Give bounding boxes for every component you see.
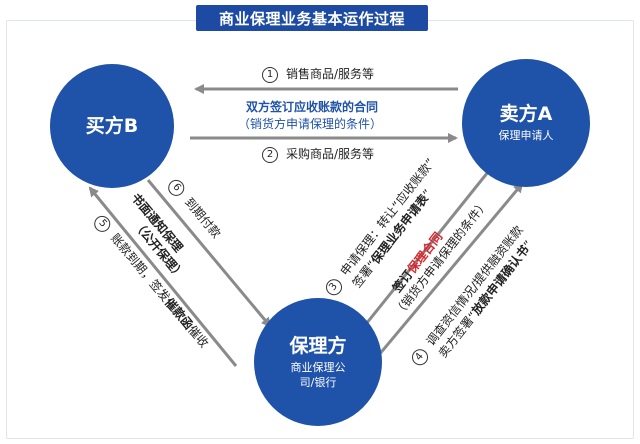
step1-text: 销售商品/服务等 xyxy=(286,67,375,81)
seller-role: 保理申请人 xyxy=(498,129,554,142)
contract-title: 双方签订应收账款的合同 xyxy=(246,100,379,114)
step2-text: 采购商品/服务等 xyxy=(286,147,375,161)
arrow-step6 xyxy=(146,179,272,328)
buyer-name: 买方B xyxy=(85,115,139,137)
step1-label: 1 销售商品/服务等 xyxy=(262,66,374,83)
arrow-step4 xyxy=(376,182,524,357)
contract-condition: （销货方申请保理的条件） xyxy=(238,117,383,131)
arrow-step5 xyxy=(88,186,238,367)
factor-name: 保理方 xyxy=(289,334,347,357)
step2-number: 2 xyxy=(262,146,278,163)
factor-sub-line1: 商业保理公 xyxy=(290,360,346,374)
factor-node: 保理方 商业保理公 司/银行 xyxy=(254,298,382,426)
seller-name: 卖方A xyxy=(499,103,553,125)
seller-node: 卖方A 保理申请人 xyxy=(462,59,590,187)
arrow-step3 xyxy=(348,171,490,346)
factor-sub-line2: 司/银行 xyxy=(299,375,337,389)
buyer-node: 买方B xyxy=(50,64,174,188)
step2-label: 2 采购商品/服务等 xyxy=(262,146,374,163)
factor-sub: 商业保理公 司/银行 xyxy=(291,360,346,390)
diagram-title: 商业保理业务基本运作过程 xyxy=(196,5,428,31)
step1-number: 1 xyxy=(262,66,278,83)
